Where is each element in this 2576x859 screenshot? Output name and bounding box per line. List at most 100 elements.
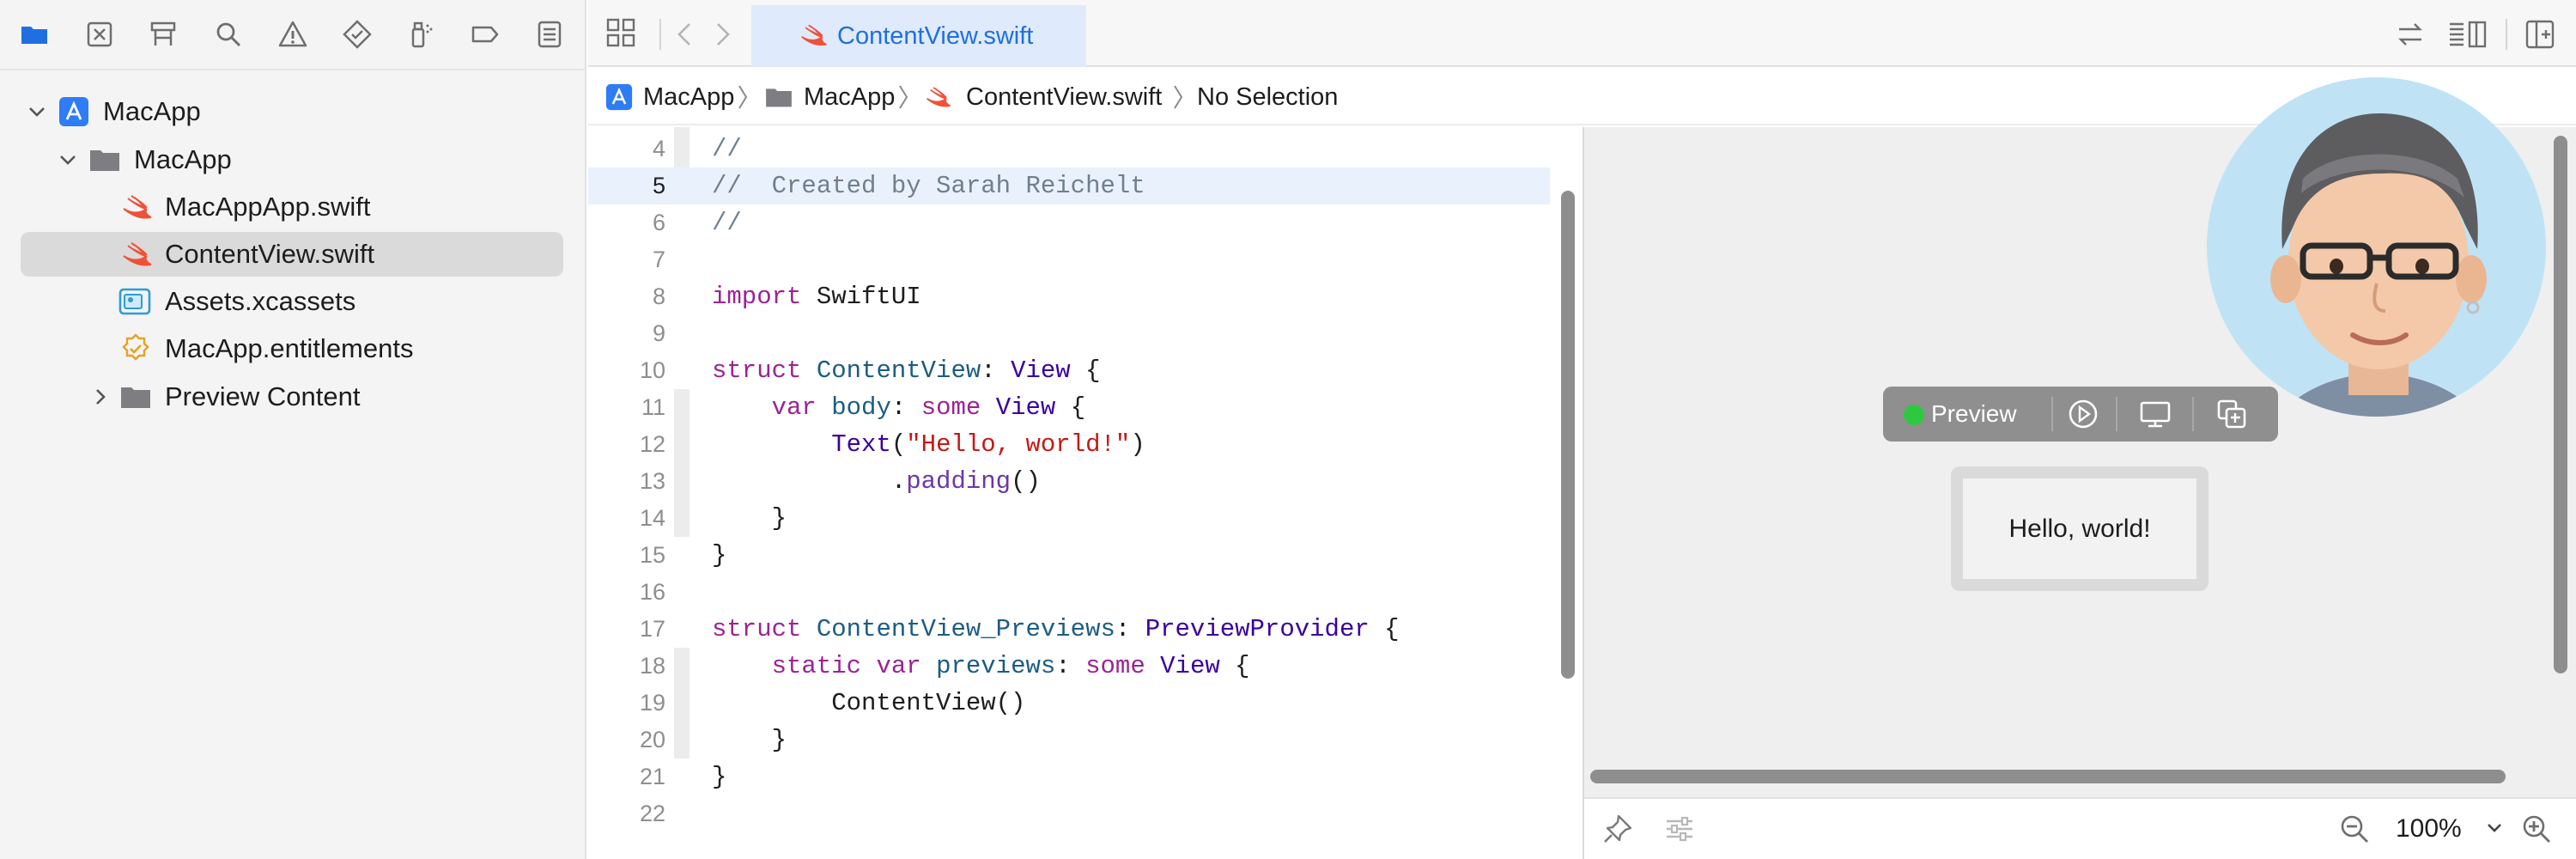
warning-icon[interactable] [276, 17, 310, 52]
zoom-out-icon[interactable] [2338, 813, 2372, 847]
toolbar-divider [2506, 19, 2507, 50]
line-number: 22 [639, 801, 665, 826]
forward-chevron-icon[interactable] [713, 19, 738, 50]
breadcrumb-label: ContentView.swift [966, 82, 1163, 111]
breadcrumb-item-group[interactable]: MacApp [764, 69, 895, 125]
line-number: 15 [639, 542, 665, 568]
tree-item-file[interactable]: MacApp.entitlements [0, 326, 586, 371]
preview-text: Hello, world! [1963, 478, 2196, 579]
code-line[interactable]: 14 } [588, 500, 1550, 537]
preview-label[interactable]: Preview [1931, 400, 2017, 427]
preview-toolbar: Preview [1883, 387, 2278, 442]
code-line[interactable]: 18 static var previews: some View { [588, 648, 1550, 685]
duplicate-preview-icon[interactable] [2209, 395, 2254, 433]
folder-icon[interactable] [17, 17, 52, 52]
breakpoint-icon[interactable] [468, 17, 502, 52]
code-line[interactable]: 7 [588, 241, 1550, 278]
tab-label: ContentView.swift [837, 21, 1034, 50]
code-line[interactable]: 6 // [588, 204, 1550, 241]
preview-window[interactable]: Hello, world! [1951, 466, 2208, 591]
swift-file-icon [120, 190, 155, 224]
chevron-down-icon[interactable] [2486, 819, 2505, 838]
code-line[interactable]: 12 Text("Hello, world!") [588, 426, 1550, 463]
tree-item-group[interactable]: Preview Content [0, 375, 586, 419]
code-line[interactable]: 10 struct ContentView: View { [588, 352, 1550, 389]
chevron-down-icon[interactable] [26, 101, 48, 123]
presenter-avatar [2207, 77, 2546, 417]
code-line[interactable]: 22 [588, 795, 1550, 832]
editor-scrollbar[interactable] [1561, 191, 1575, 679]
line-number: 19 [639, 690, 665, 716]
code-line[interactable]: 20 } [588, 722, 1550, 758]
fold-ribbon[interactable] [674, 389, 690, 537]
line-number: 8 [652, 283, 665, 309]
toolbar-divider [2116, 397, 2117, 431]
folder-icon [88, 143, 122, 177]
tree-item-label: ContentView.swift [165, 239, 375, 269]
project-navigator: MacApp MacApp MacAppApp.swift ContentVie… [0, 0, 586, 859]
line-number: 21 [639, 764, 665, 789]
code-line[interactable]: 16 [588, 574, 1550, 611]
breadcrumb-item-file[interactable]: ContentView.swift [925, 69, 1162, 125]
line-number: 10 [639, 357, 665, 383]
toolbar-divider [659, 19, 661, 50]
code-line[interactable]: 13 .padding() [588, 463, 1550, 500]
code-line[interactable]: 15 } [588, 537, 1550, 574]
line-number: 20 [639, 727, 665, 752]
line-number: 4 [652, 136, 665, 161]
code-line[interactable]: 19 ContentView() [588, 685, 1550, 722]
source-control-icon[interactable] [82, 17, 117, 52]
line-number: 7 [652, 247, 665, 272]
pin-icon[interactable] [1601, 813, 1636, 847]
editor-options-icon[interactable] [2447, 19, 2490, 50]
report-icon[interactable] [532, 17, 567, 52]
tree-item-group[interactable]: MacApp [0, 137, 586, 182]
split-divider[interactable] [1583, 127, 1584, 859]
code-line[interactable]: 21 } [588, 758, 1550, 795]
code-line-current[interactable]: 5 // Created by Sarah Reichelt [588, 168, 1550, 204]
line-number: 11 [641, 394, 665, 420]
chevron-down-icon[interactable] [57, 149, 79, 171]
preview-on-device-icon[interactable] [2133, 395, 2178, 433]
fold-ribbon[interactable] [674, 648, 690, 758]
back-chevron-icon[interactable] [674, 19, 700, 50]
grid-icon[interactable] [605, 17, 640, 52]
entitlements-icon [118, 332, 153, 366]
search-icon[interactable] [211, 17, 246, 52]
tree-item-label: MacAppApp.swift [165, 192, 371, 222]
code-line[interactable]: 17 struct ContentView_Previews: PreviewP… [588, 611, 1550, 648]
code-line[interactable]: 4 // [588, 131, 1550, 168]
tree-item-label: MacApp [134, 144, 232, 174]
debug-spray-icon[interactable] [404, 17, 438, 52]
chevron-right-icon[interactable] [89, 386, 112, 408]
code-line[interactable]: 11 var body: some View { [588, 389, 1550, 426]
test-diamond-icon[interactable] [340, 17, 374, 52]
breadcrumb-item-project[interactable]: MacApp [605, 69, 734, 125]
tree-item-file[interactable]: MacAppApp.swift [0, 185, 586, 229]
zoom-in-icon[interactable] [2520, 813, 2555, 847]
source-editor[interactable]: 4 // 5 // Created by Sarah Reichelt 6 //… [588, 127, 1550, 859]
canvas-vertical-scrollbar[interactable] [2554, 136, 2567, 673]
breadcrumb-item-selection[interactable]: No Selection [1197, 69, 1338, 125]
zoom-level[interactable]: 100% [2396, 814, 2462, 843]
canvas-bottom-bar: 100% [1584, 797, 2576, 859]
code-line[interactable]: 9 [588, 315, 1550, 352]
tab-contentview[interactable]: ContentView.swift [751, 5, 1086, 67]
line-number: 13 [639, 468, 665, 494]
tree-item-file[interactable]: Assets.xcassets [0, 279, 586, 324]
swap-arrows-icon[interactable] [2395, 19, 2429, 50]
variants-sliders-icon[interactable] [1663, 813, 1698, 847]
line-number: 16 [639, 579, 665, 605]
tree-item-file-selected[interactable]: ContentView.swift [0, 232, 586, 277]
canvas-horizontal-scrollbar[interactable] [1590, 770, 2506, 783]
tree-item-project[interactable]: MacApp [0, 89, 586, 134]
code-line[interactable]: 8 import SwiftUI [588, 278, 1550, 315]
line-number: 5 [652, 173, 665, 198]
asset-catalog-icon [118, 284, 153, 319]
symbol-hierarchy-icon[interactable] [146, 17, 180, 52]
live-preview-play-icon[interactable] [2061, 395, 2105, 433]
tree-item-label: MacApp.entitlements [165, 333, 414, 363]
tree-item-label: Preview Content [165, 381, 361, 411]
tree-item-label: MacApp [103, 96, 201, 126]
add-editor-icon[interactable] [2524, 19, 2559, 50]
